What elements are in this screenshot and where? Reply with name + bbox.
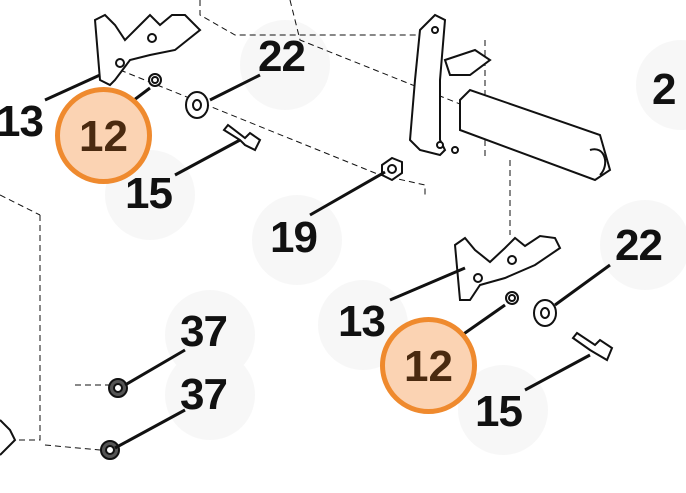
callout-19: 19	[270, 213, 318, 262]
hardware	[0, 73, 614, 460]
callout-halo	[600, 200, 686, 290]
callout-partial: 2	[652, 65, 677, 114]
callout-label: 12	[404, 342, 453, 391]
callout-13: 13	[338, 297, 386, 346]
callout-37: 37	[180, 370, 228, 419]
callout-22: 22	[258, 32, 306, 81]
callout-12-highlighted: 12	[380, 317, 477, 414]
bracket-bottom	[453, 234, 562, 301]
callout-22: 22	[615, 221, 663, 270]
lever-assembly	[408, 13, 612, 182]
bracket-top	[93, 13, 202, 87]
callout-12-highlighted: 12	[55, 87, 152, 184]
leader-lines	[44, 73, 611, 450]
callout-37: 37	[180, 307, 228, 356]
callout-15: 15	[125, 169, 173, 218]
callout-halo	[165, 350, 255, 440]
callout-13: 13	[0, 97, 44, 146]
callout-15: 15	[475, 387, 523, 436]
callout-halo	[252, 195, 342, 285]
callout-label: 12	[79, 112, 128, 161]
